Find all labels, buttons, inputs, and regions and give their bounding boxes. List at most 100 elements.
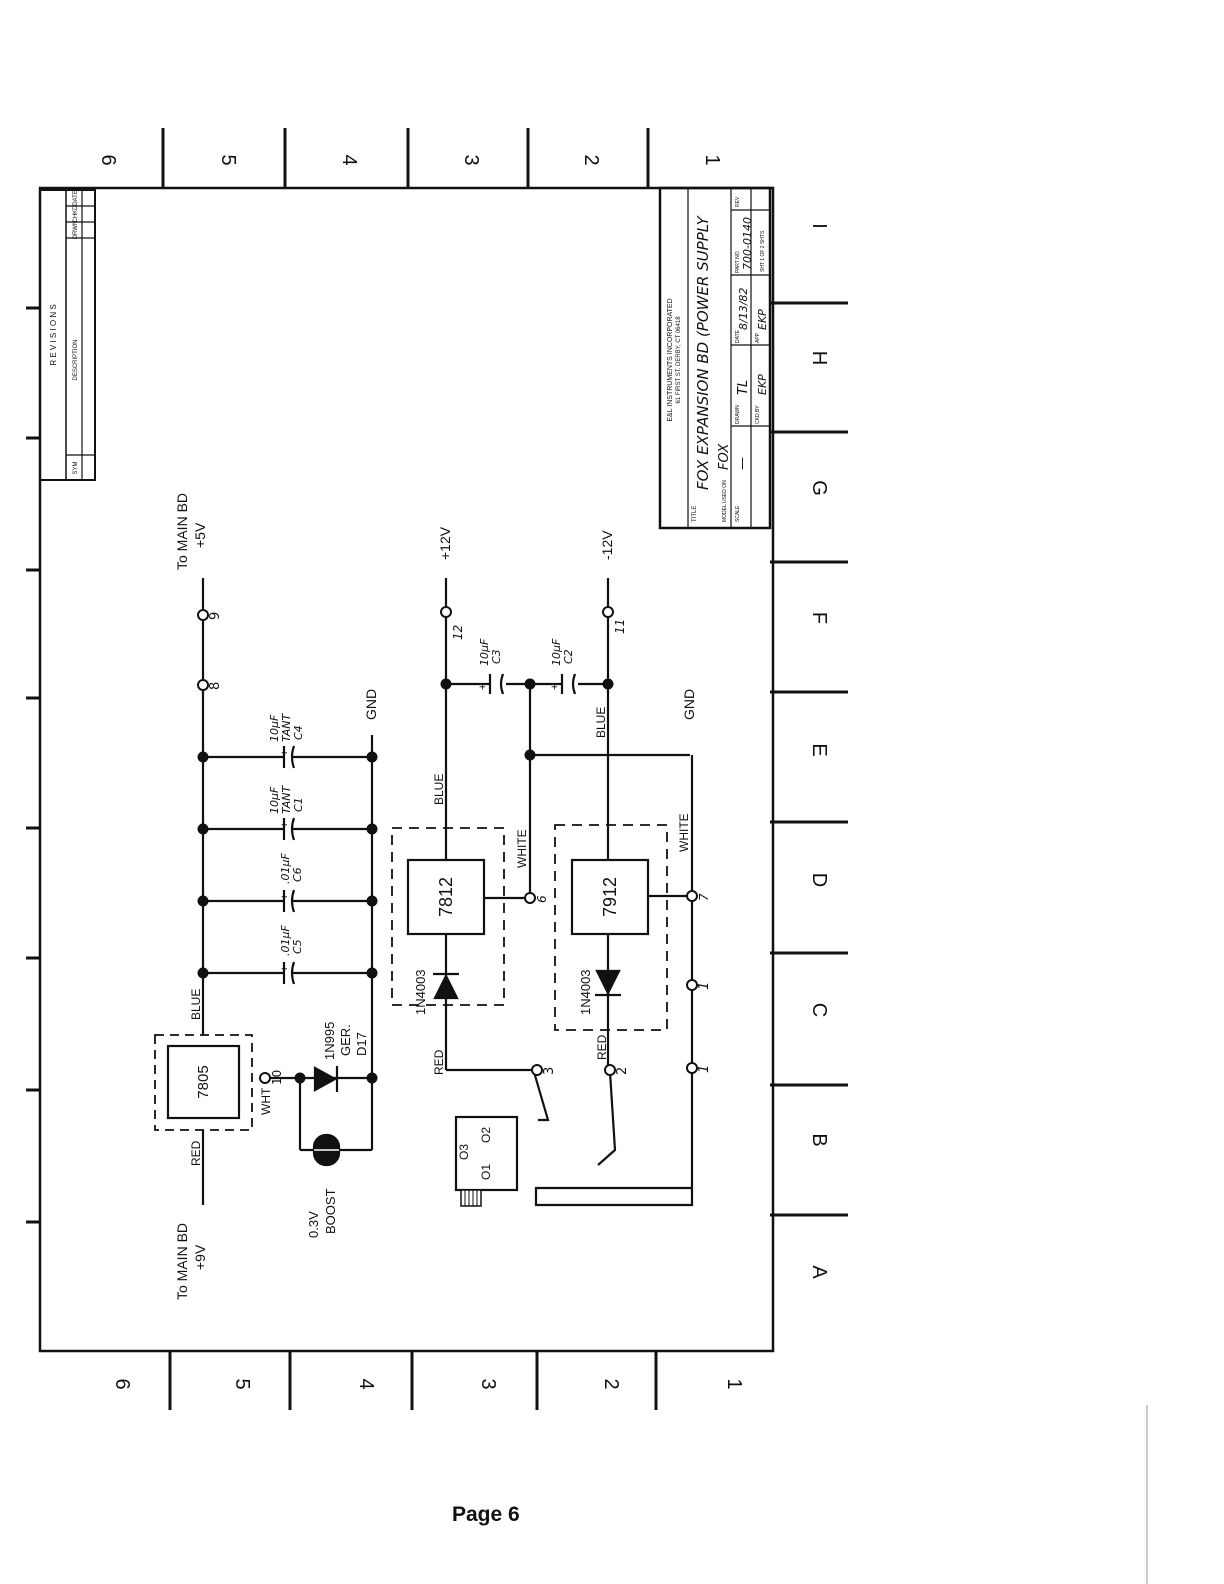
zone-label-bottom-1: 1 [723, 1378, 745, 1389]
pin-8 [197, 679, 209, 691]
label-c2-ref: C2 [562, 649, 575, 664]
label-wire-red-9v: RED [189, 1140, 203, 1166]
pin-6 [524, 892, 536, 904]
drawing-date: 8/13/82 [737, 288, 750, 330]
company-name: E&L INSTRUMENTS INCORPORATED [667, 298, 674, 421]
label-d17-1: 1N995 [322, 1022, 337, 1060]
page-number: Page 6 [452, 1503, 520, 1526]
regulator-7912 [570, 858, 650, 936]
label-c5-value: .01µF [279, 925, 292, 956]
connector-label-o2: O2 [479, 1127, 493, 1143]
label-gnd-top: GND [363, 689, 379, 720]
zone-label-top-2: 2 [580, 154, 602, 165]
regulator-7805 [166, 1044, 241, 1120]
regulators: 7805 7812 7912 [154, 824, 668, 1131]
diode-1n4003-a [433, 972, 459, 1000]
zone-label-col-H: H [808, 351, 830, 365]
label-boost-2: BOOST [323, 1188, 338, 1234]
pin-7 [686, 890, 698, 902]
drawn-label: DRAWN [735, 405, 741, 424]
zone-column-labels: A B C D E F G H I [808, 223, 830, 1279]
zone-label-top-4: 4 [338, 154, 360, 165]
appd-label: APP [755, 332, 761, 343]
label-wire-wht: WHT [259, 1087, 273, 1115]
label-plus-c2: + [549, 684, 561, 690]
title-block: E&L INSTRUMENTS INCORPORATED 61 FIRST ST… [658, 186, 772, 530]
label-plus12v: +12V [437, 526, 453, 560]
regulator-7805-label: 7805 [195, 1065, 212, 1098]
pin-1b [686, 1062, 698, 1074]
revisions-title: R E V I S I O N S [49, 304, 58, 365]
zone-label-top-5: 5 [217, 154, 239, 165]
zone-label-bottom-2: 2 [600, 1378, 622, 1389]
zone-label-col-G: G [808, 480, 830, 496]
capacitor-c6 [282, 889, 296, 913]
label-plus-c1: + [279, 822, 291, 828]
label-wire-white-m12v: WHITE [677, 813, 691, 852]
scale-label: SCALE [735, 505, 741, 522]
schematic-labels: To MAIN BD +5V To MAIN BD +9V +12V -12V … [174, 493, 712, 1300]
zone-row-labels-top: 6 5 4 3 2 1 [97, 154, 723, 165]
drawing-title: FOX EXPANSION BD (POWER SUPPLY [694, 214, 712, 490]
label-gnd-mid: GND [681, 689, 697, 720]
label-d17-2: GER. [338, 1024, 353, 1056]
label-minus12v: -12V [599, 530, 615, 560]
diode-1n4003-b [595, 969, 621, 997]
connector-label-o3: O3 [457, 1144, 471, 1160]
label-c6-ref: C6 [291, 867, 304, 882]
regulator-7812-housing [391, 827, 505, 1006]
zone-label-col-A: A [808, 1265, 830, 1279]
zone-border [26, 128, 848, 1410]
capacitor-c5 [282, 961, 296, 985]
label-wire-red-12v: RED [432, 1049, 446, 1075]
model-used-on: FOX [717, 443, 732, 470]
label-plus-c5: + [279, 966, 291, 972]
label-diode-b: 1N4003 [578, 969, 593, 1015]
regulator-7812 [406, 858, 486, 936]
revisions-col-drwn: DRWN [73, 221, 79, 240]
label-diode-a: 1N4003 [413, 969, 428, 1015]
label-wire-blue-12v: BLUE [432, 774, 446, 805]
part-label: PART NO. [735, 250, 741, 273]
label-plus-c4: + [279, 750, 291, 756]
label-plus-c6: + [279, 894, 291, 900]
pin-12 [440, 606, 452, 618]
zone-label-top-3: 3 [460, 154, 482, 165]
label-pin-1a: 1 [697, 982, 712, 990]
revisions-col-date: DATE [73, 190, 79, 206]
approved-by: EKP [756, 309, 769, 330]
regulator-7912-label: 7912 [600, 877, 620, 917]
drawing-frame [38, 186, 775, 1353]
connector-pins [197, 606, 698, 1084]
label-wire-white-12v: WHITE [515, 829, 529, 868]
label-c1-ref: C1 [292, 797, 305, 812]
revisions-col-sym: SYM [73, 461, 79, 474]
label-pin-7: 7 [697, 893, 711, 901]
label-c4-value: 10µF [268, 714, 281, 742]
revisions-col-description: DESCRIPTION [73, 339, 79, 380]
label-wire-red-m12v: RED [595, 1034, 609, 1060]
label-to-main-9v-2: +9V [192, 1244, 208, 1270]
checked-by: EKP [756, 374, 769, 395]
label-d17-3: D17 [354, 1032, 369, 1056]
scale-value: — [735, 457, 750, 470]
zone-label-bottom-3: 3 [477, 1378, 499, 1389]
rev-label: REV [735, 196, 741, 207]
regulator-7805-housing [154, 1034, 253, 1131]
label-c4-ref: C4 [292, 725, 305, 740]
label-pin-12: 12 [451, 625, 465, 640]
board-connector: O3 O1 O2 [454, 1115, 519, 1207]
regulator-7812-label: 7812 [436, 877, 456, 917]
label-pin-6: 6 [535, 895, 549, 903]
zone-label-top-6: 6 [97, 154, 119, 165]
capacitors [282, 673, 578, 985]
label-pin-2: 2 [615, 1067, 630, 1075]
label-wire-blue-5v: BLUE [189, 989, 203, 1020]
boost-component [312, 1133, 341, 1167]
label-c3-ref: C3 [490, 649, 503, 664]
label-to-main-5v-2: +5V [192, 522, 208, 548]
label-pin-9: 9 [208, 612, 223, 620]
label-c1-type: TANT [280, 785, 293, 814]
revisions-col-chkd: CHKD [73, 205, 79, 223]
label-to-main-9v-1: To MAIN BD [174, 1223, 190, 1300]
